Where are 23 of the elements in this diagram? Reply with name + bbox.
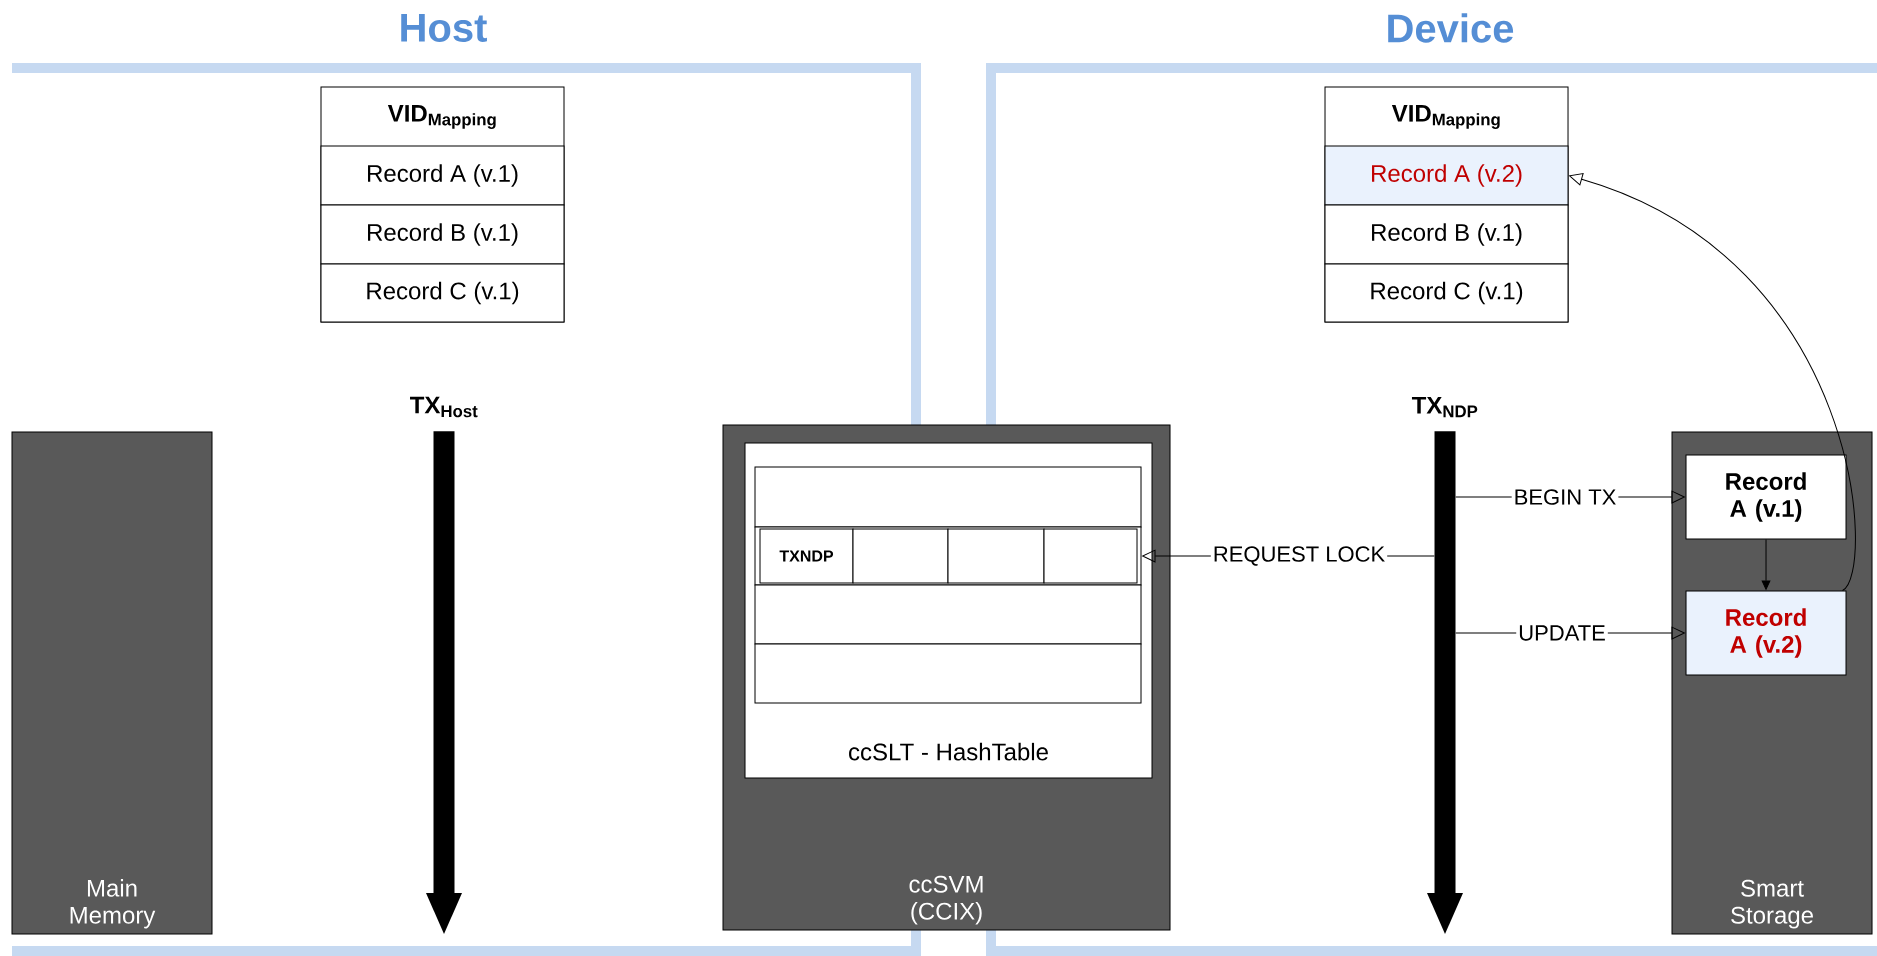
table-row	[754, 643, 1142, 704]
table-row: Record C (v.1)	[320, 263, 565, 323]
table-cell	[1043, 528, 1138, 584]
table-row: Record B (v.1)	[320, 204, 565, 265]
table-cell	[852, 528, 949, 584]
arrow	[1761, 539, 1771, 590]
table-row: Record C (v.1)	[1324, 263, 1569, 323]
panel-heading: Host	[401, 14, 487, 42]
table-cell	[947, 528, 1045, 584]
table-row: Record A (v.2)	[1324, 145, 1569, 206]
edge-label: REQUEST LOCK	[1210, 544, 1388, 568]
edge-label: BEGIN TX	[1511, 487, 1619, 507]
table-row: Record A (v.1)	[320, 145, 565, 206]
timeline-label: TX$_{NDP}$	[1411, 396, 1478, 418]
panel-heading: Device	[1388, 13, 1514, 43]
timeline-label: TX$_{Host}$	[410, 396, 478, 418]
table-row: Record B (v.1)	[1324, 204, 1569, 265]
arrow	[1569, 173, 1856, 591]
table-cell: TXNDP	[759, 528, 854, 584]
component-block: Main Memory	[11, 431, 213, 935]
record-box: Record A (v.2)	[1685, 590, 1847, 676]
record-box: Record A (v.1)	[1685, 454, 1847, 540]
edge-label: UPDATE	[1516, 623, 1608, 643]
